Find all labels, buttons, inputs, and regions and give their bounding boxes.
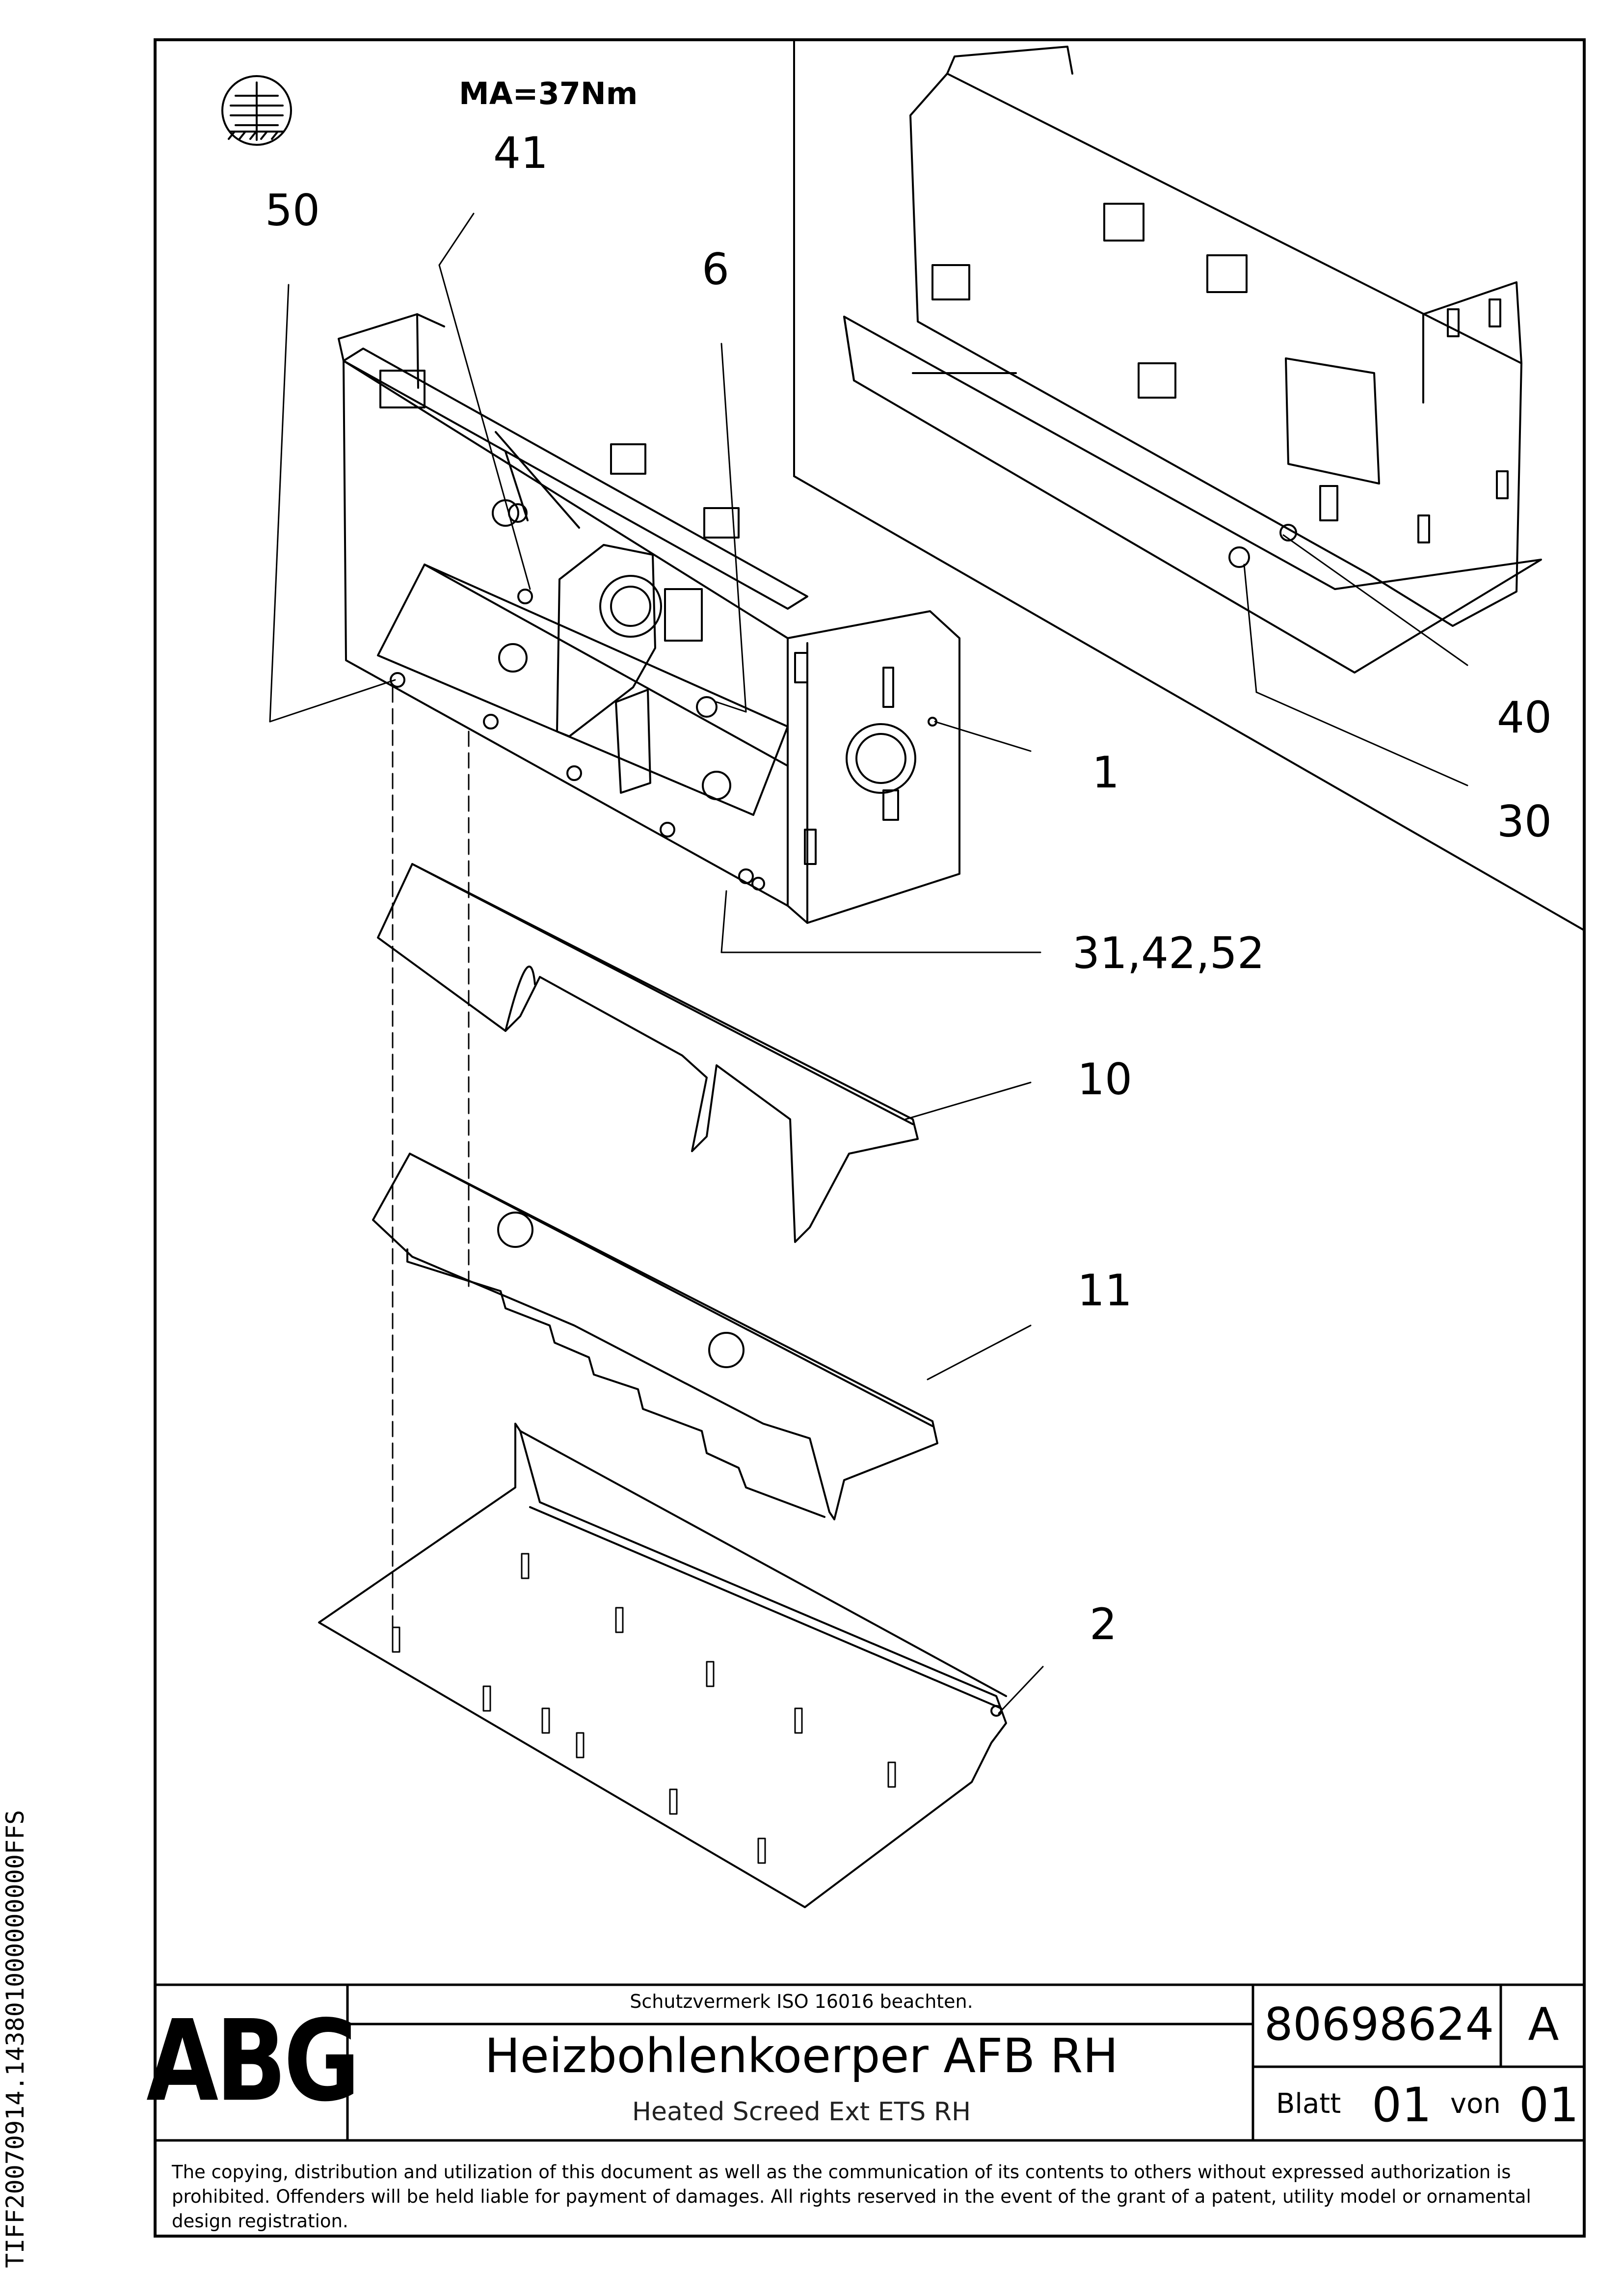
callout-6: 6 <box>702 244 729 295</box>
title-block-grid <box>154 1983 1586 2142</box>
leader-lines <box>269 213 1468 1714</box>
title-english: Heated Screed Ext ETS RH <box>632 2097 971 2127</box>
callout-1: 1 <box>1092 747 1119 798</box>
callout-30: 30 <box>1497 796 1552 847</box>
inset-view-frame <box>793 39 1585 931</box>
sheet-total: 01 <box>1519 2078 1579 2133</box>
heating-plate-part-2 <box>318 1423 1007 1908</box>
abg-logo: ABG <box>146 1996 360 2126</box>
torque-symbol-icon <box>221 75 292 146</box>
callout-40: 40 <box>1497 692 1552 743</box>
alignment-lines <box>392 686 470 1631</box>
callout-2: 2 <box>1090 1599 1117 1649</box>
callout-31-42-52: 31,42,52 <box>1072 928 1265 978</box>
drawing-number: 80698624 <box>1264 1998 1494 2051</box>
callout-10: 10 <box>1077 1054 1132 1105</box>
title-german: Heizbohlenkoerper AFB RH <box>484 2028 1118 2083</box>
inset-assembled-view <box>843 46 1542 674</box>
sheet-number: 01 <box>1372 2078 1432 2133</box>
revision-letter: A <box>1528 1998 1559 2051</box>
drawing-sheet-frame <box>154 38 1586 2238</box>
callout-50: 50 <box>265 185 320 236</box>
callout-11: 11 <box>1077 1265 1132 1316</box>
copyright-disclaimer: The copying, distribution and utilizatio… <box>172 2161 1531 2232</box>
mounting-plate-part-11 <box>372 1153 938 1520</box>
torque-value: MA=37Nm <box>459 76 638 111</box>
protection-note: Schutzvermerk ISO 16016 beachten. <box>630 1991 973 2012</box>
callout-41: 41 <box>493 128 548 178</box>
side-file-code: TIFF20070914.143801000000000FFS <box>1 1810 29 2268</box>
of-label: von <box>1450 2088 1501 2120</box>
screed-frame-part-1 <box>338 313 960 924</box>
sheet-label: Blatt <box>1276 2088 1341 2120</box>
cover-plate-part-10 <box>377 863 919 1243</box>
